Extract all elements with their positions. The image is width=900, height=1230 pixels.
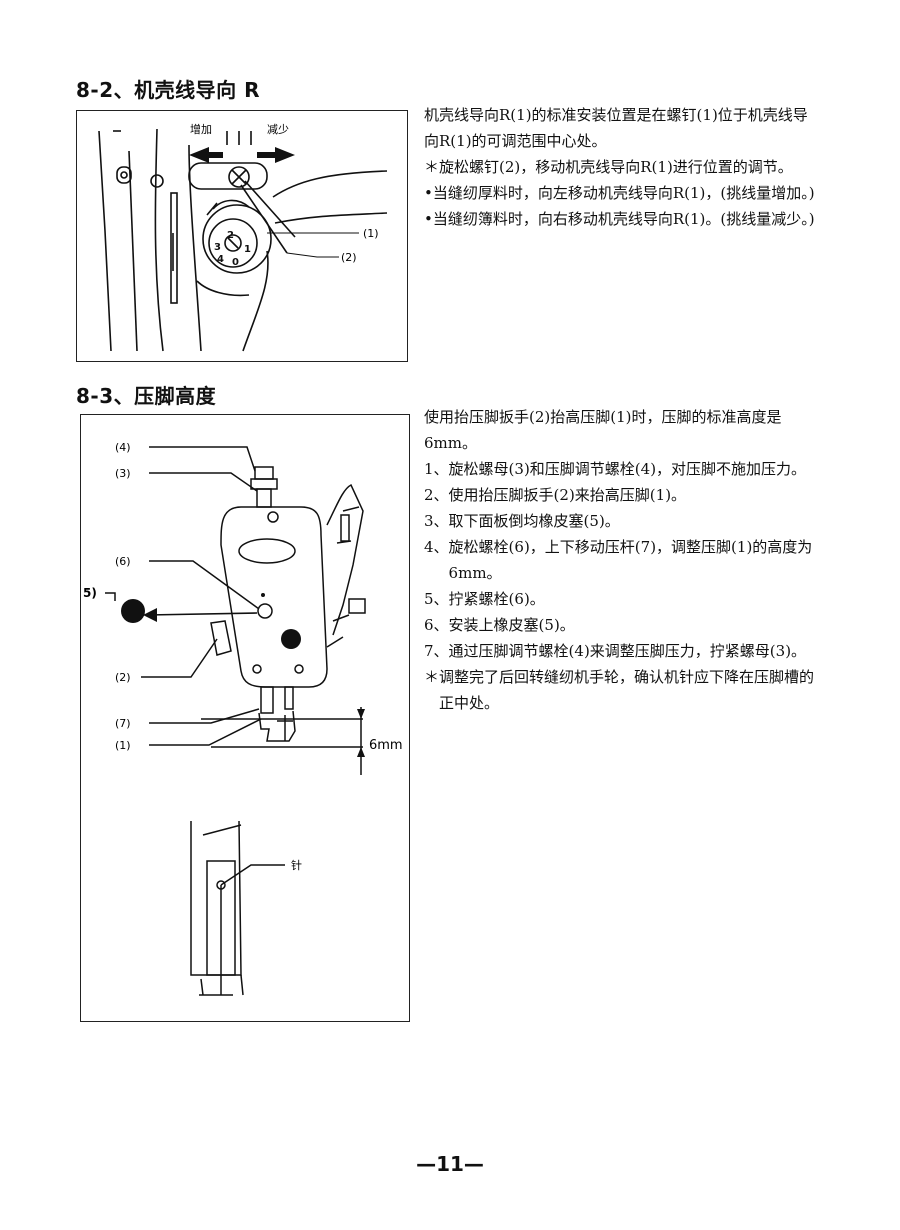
label-increase: 增加: [190, 122, 212, 136]
list-item: • 当缝纫厚料时，向左移动机壳线导向R(1)，(挑线量增加。): [424, 184, 815, 202]
section-heading-8-3: 8-3、压脚高度: [76, 384, 217, 408]
section-heading-8-2: 8-2、机壳线导向 R: [76, 78, 260, 102]
thread-guide-drawing: 增加 减少 (1) (2) 2 3 4 0 1: [98, 122, 388, 352]
section2-text: 使用抬压脚扳手(2)抬高压脚(1)时，压脚的标准高度是 6mm。 1、 旋松螺母…: [424, 404, 820, 716]
figure-presser-foot: (4) (3) (6) 5) (2) (7) (1) 6mm 针: [80, 414, 410, 1022]
presser-foot-drawing: (4) (3) (6) 5) (2) (7) (1) 6mm 针: [83, 441, 403, 996]
callout-1: (1): [363, 227, 379, 240]
svg-text:3: 3: [214, 242, 221, 253]
callout-2: (2): [341, 251, 357, 264]
list-item: • 当缝纫簿料时，向右移动机壳线导向R(1)。(挑线量减少。): [424, 210, 815, 228]
svg-text:1: 1: [244, 244, 251, 255]
needle-label: 针: [291, 858, 302, 872]
callout-4: (4): [115, 441, 131, 454]
section1-intro: 机壳线导向R(1)的标准安装位置是在螺钉(1)位于机壳线导向R(1)的可调范围中…: [424, 106, 808, 150]
callout-1: (1): [115, 739, 131, 752]
label-decrease: 减少: [267, 123, 289, 136]
callout-7: (7): [115, 717, 131, 730]
svg-text:2: 2: [227, 230, 234, 241]
svg-text:4: 4: [217, 254, 224, 265]
list-item: 5、 拧紧螺栓(6)。: [424, 590, 545, 608]
svg-text:0: 0: [232, 257, 239, 268]
callout-3: (3): [115, 467, 131, 480]
page-number: —11—: [416, 1152, 484, 1176]
list-item: 7、 通过压脚调节螺栓(4)来调整压脚压力，拧紧螺母(3)。: [424, 642, 807, 660]
list-item: 1、 旋松螺母(3)和压脚调节螺栓(4)，对压脚不施加压力。: [424, 460, 807, 478]
section2-intro: 使用抬压脚扳手(2)抬高压脚(1)时，压脚的标准高度是 6mm。: [424, 408, 782, 452]
dimension-label: 6mm: [369, 738, 403, 753]
callout-2: (2): [115, 671, 131, 684]
list-item: ＊ 旋松螺钉(2)，移动机壳线导向R(1)进行位置的调节。: [424, 158, 793, 176]
list-item: ＊ 调整完了后回转缝纫机手轮，确认机针应下降在压脚槽的正中处。: [424, 668, 815, 712]
figure-thread-guide: 增加 减少 (1) (2) 2 3 4 0 1: [76, 110, 408, 362]
section1-text: 机壳线导向R(1)的标准安装位置是在螺钉(1)位于机壳线导向R(1)的可调范围中…: [424, 102, 820, 232]
list-item: 2、 使用抬压脚扳手(2)来抬高压脚(1)。: [424, 486, 687, 504]
list-item: 6、 安装上橡皮塞(5)。: [424, 616, 575, 634]
list-item: 4、 旋松螺栓(6)，上下移动压杆(7)，调整压脚(1)的高度为 6mm。: [424, 538, 813, 582]
callout-6: (6): [115, 555, 131, 568]
list-item: 3、 取下面板倒均橡皮塞(5)。: [424, 512, 620, 530]
callout-5: 5): [83, 586, 97, 600]
